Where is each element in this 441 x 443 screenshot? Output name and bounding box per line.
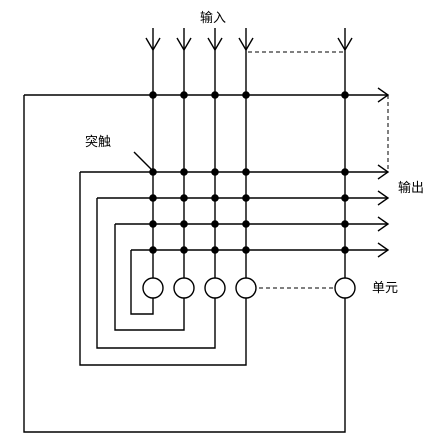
synapse-dot-r4-c4 bbox=[242, 220, 250, 228]
synapse-dot-r3-c2 bbox=[180, 194, 188, 202]
synapse-dot-r3-c5 bbox=[341, 194, 349, 202]
feedback-loop-unit-2 bbox=[114, 224, 185, 331]
synapse-dot-r2-c3 bbox=[211, 168, 219, 176]
input-arrow-4 bbox=[238, 37, 254, 52]
synapse-dot-r4-c2 bbox=[180, 220, 188, 228]
synapse-dot-r3-c3 bbox=[211, 194, 219, 202]
synapse-dot-r5-c2 bbox=[180, 246, 188, 254]
synapse-dot-r1-c5 bbox=[341, 91, 349, 99]
feedback-loop-unit-1 bbox=[130, 250, 154, 315]
synapse-dot-r2-c1 bbox=[149, 168, 157, 176]
synapse-dot-r1-c4 bbox=[242, 91, 250, 99]
synapse-label: 突触 bbox=[85, 134, 111, 150]
input-arrow-1 bbox=[145, 37, 161, 52]
output-arrow-5 bbox=[377, 242, 390, 258]
synapse-dot-r5-c1 bbox=[149, 246, 157, 254]
synapse-dot-r5-c4 bbox=[242, 246, 250, 254]
wiring bbox=[23, 28, 390, 433]
input-arrow-5 bbox=[337, 37, 353, 52]
feedback-loop-unit-5 bbox=[23, 95, 346, 433]
input-label: 输入 bbox=[200, 10, 226, 26]
input-arrow-3 bbox=[207, 37, 223, 52]
synapse-dot-r3-c1 bbox=[149, 194, 157, 202]
synapse-leader-line bbox=[133, 151, 153, 171]
output-arrow-4 bbox=[377, 216, 390, 232]
output-label: 输出 bbox=[398, 180, 424, 196]
synapse-dot-r4-c1 bbox=[149, 220, 157, 228]
synapse-dot-r1-c2 bbox=[180, 91, 188, 99]
synapse-dot-r1-c1 bbox=[149, 91, 157, 99]
output-arrow-2 bbox=[377, 164, 390, 180]
output-arrow-1 bbox=[377, 87, 390, 103]
synapse-dot-r2-c4 bbox=[242, 168, 250, 176]
unit-label: 单元 bbox=[372, 281, 398, 296]
synapse-dot-r4-c3 bbox=[211, 220, 219, 228]
input-arrow-2 bbox=[176, 37, 192, 52]
unit-circle-5 bbox=[334, 277, 356, 299]
unit-circle-3 bbox=[204, 277, 226, 299]
output-arrow-3 bbox=[377, 190, 390, 206]
synapse-dot-r5-c3 bbox=[211, 246, 219, 254]
synapse-dot-r5-c5 bbox=[341, 246, 349, 254]
synapse-dot-r1-c3 bbox=[211, 91, 219, 99]
unit-circles bbox=[142, 277, 356, 299]
unit-circle-1 bbox=[142, 277, 164, 299]
synapse-dot-r2-c5 bbox=[341, 168, 349, 176]
unit-circle-2 bbox=[173, 277, 195, 299]
feedback-loop-unit-3 bbox=[96, 198, 216, 349]
synapse-dot-r4-c5 bbox=[341, 220, 349, 228]
synapse-dot-r3-c4 bbox=[242, 194, 250, 202]
synapse-dot-r2-c2 bbox=[180, 168, 188, 176]
synapse-dots bbox=[149, 91, 349, 254]
unit-circle-4 bbox=[235, 277, 257, 299]
feedback-loop-unit-4 bbox=[79, 172, 247, 366]
